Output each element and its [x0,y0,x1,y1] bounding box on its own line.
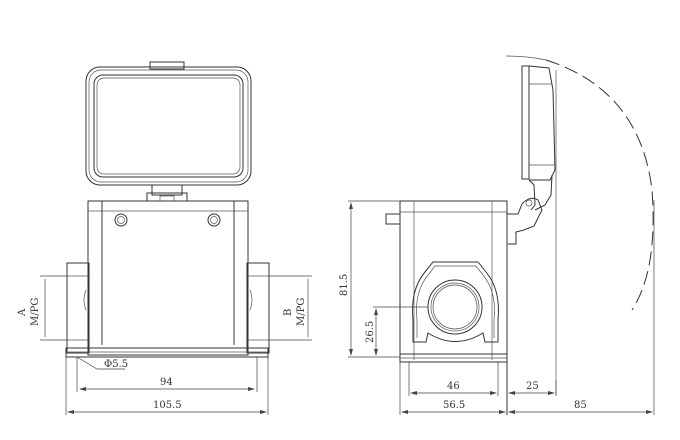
lid-swing-arc [545,59,654,311]
side-view [348,55,655,415]
lid-tab [149,61,185,70]
housing-base [65,347,269,358]
housing-body [87,200,249,356]
lid-swing-radius-dimension: 85 [574,400,587,411]
stud [385,213,401,225]
entry-left-label: A [17,308,28,316]
cable-entry-right [246,262,270,354]
screw [114,213,128,227]
base-width-dimension: 56.5 [443,400,466,411]
entry-height-dimension: 26.5 [365,320,376,343]
cable-entry-left [66,262,90,354]
entry-left-thread: M/PG [30,297,41,326]
entry-right-label: B [283,308,294,316]
latch [151,184,183,196]
open-lid [521,65,530,180]
screw [207,213,221,227]
mount-spacing-dimension: 94 [160,377,173,388]
entry-right-thread: M/PG [296,297,307,326]
hole-diameter-dimension: Φ5.5 [104,359,129,370]
lid-inner [93,74,244,178]
entry-arch [412,261,499,343]
front-view [40,61,312,415]
hinge-latch [507,197,543,245]
lid-outer [85,66,252,186]
base-inner-width-dimension: 46 [447,381,460,392]
overall-width-dimension: 105.5 [153,400,182,411]
overall-height-dimension: 81.5 [339,273,350,296]
cable-entry-hole [427,279,483,335]
hinge-offset-dimension: 25 [526,381,539,392]
